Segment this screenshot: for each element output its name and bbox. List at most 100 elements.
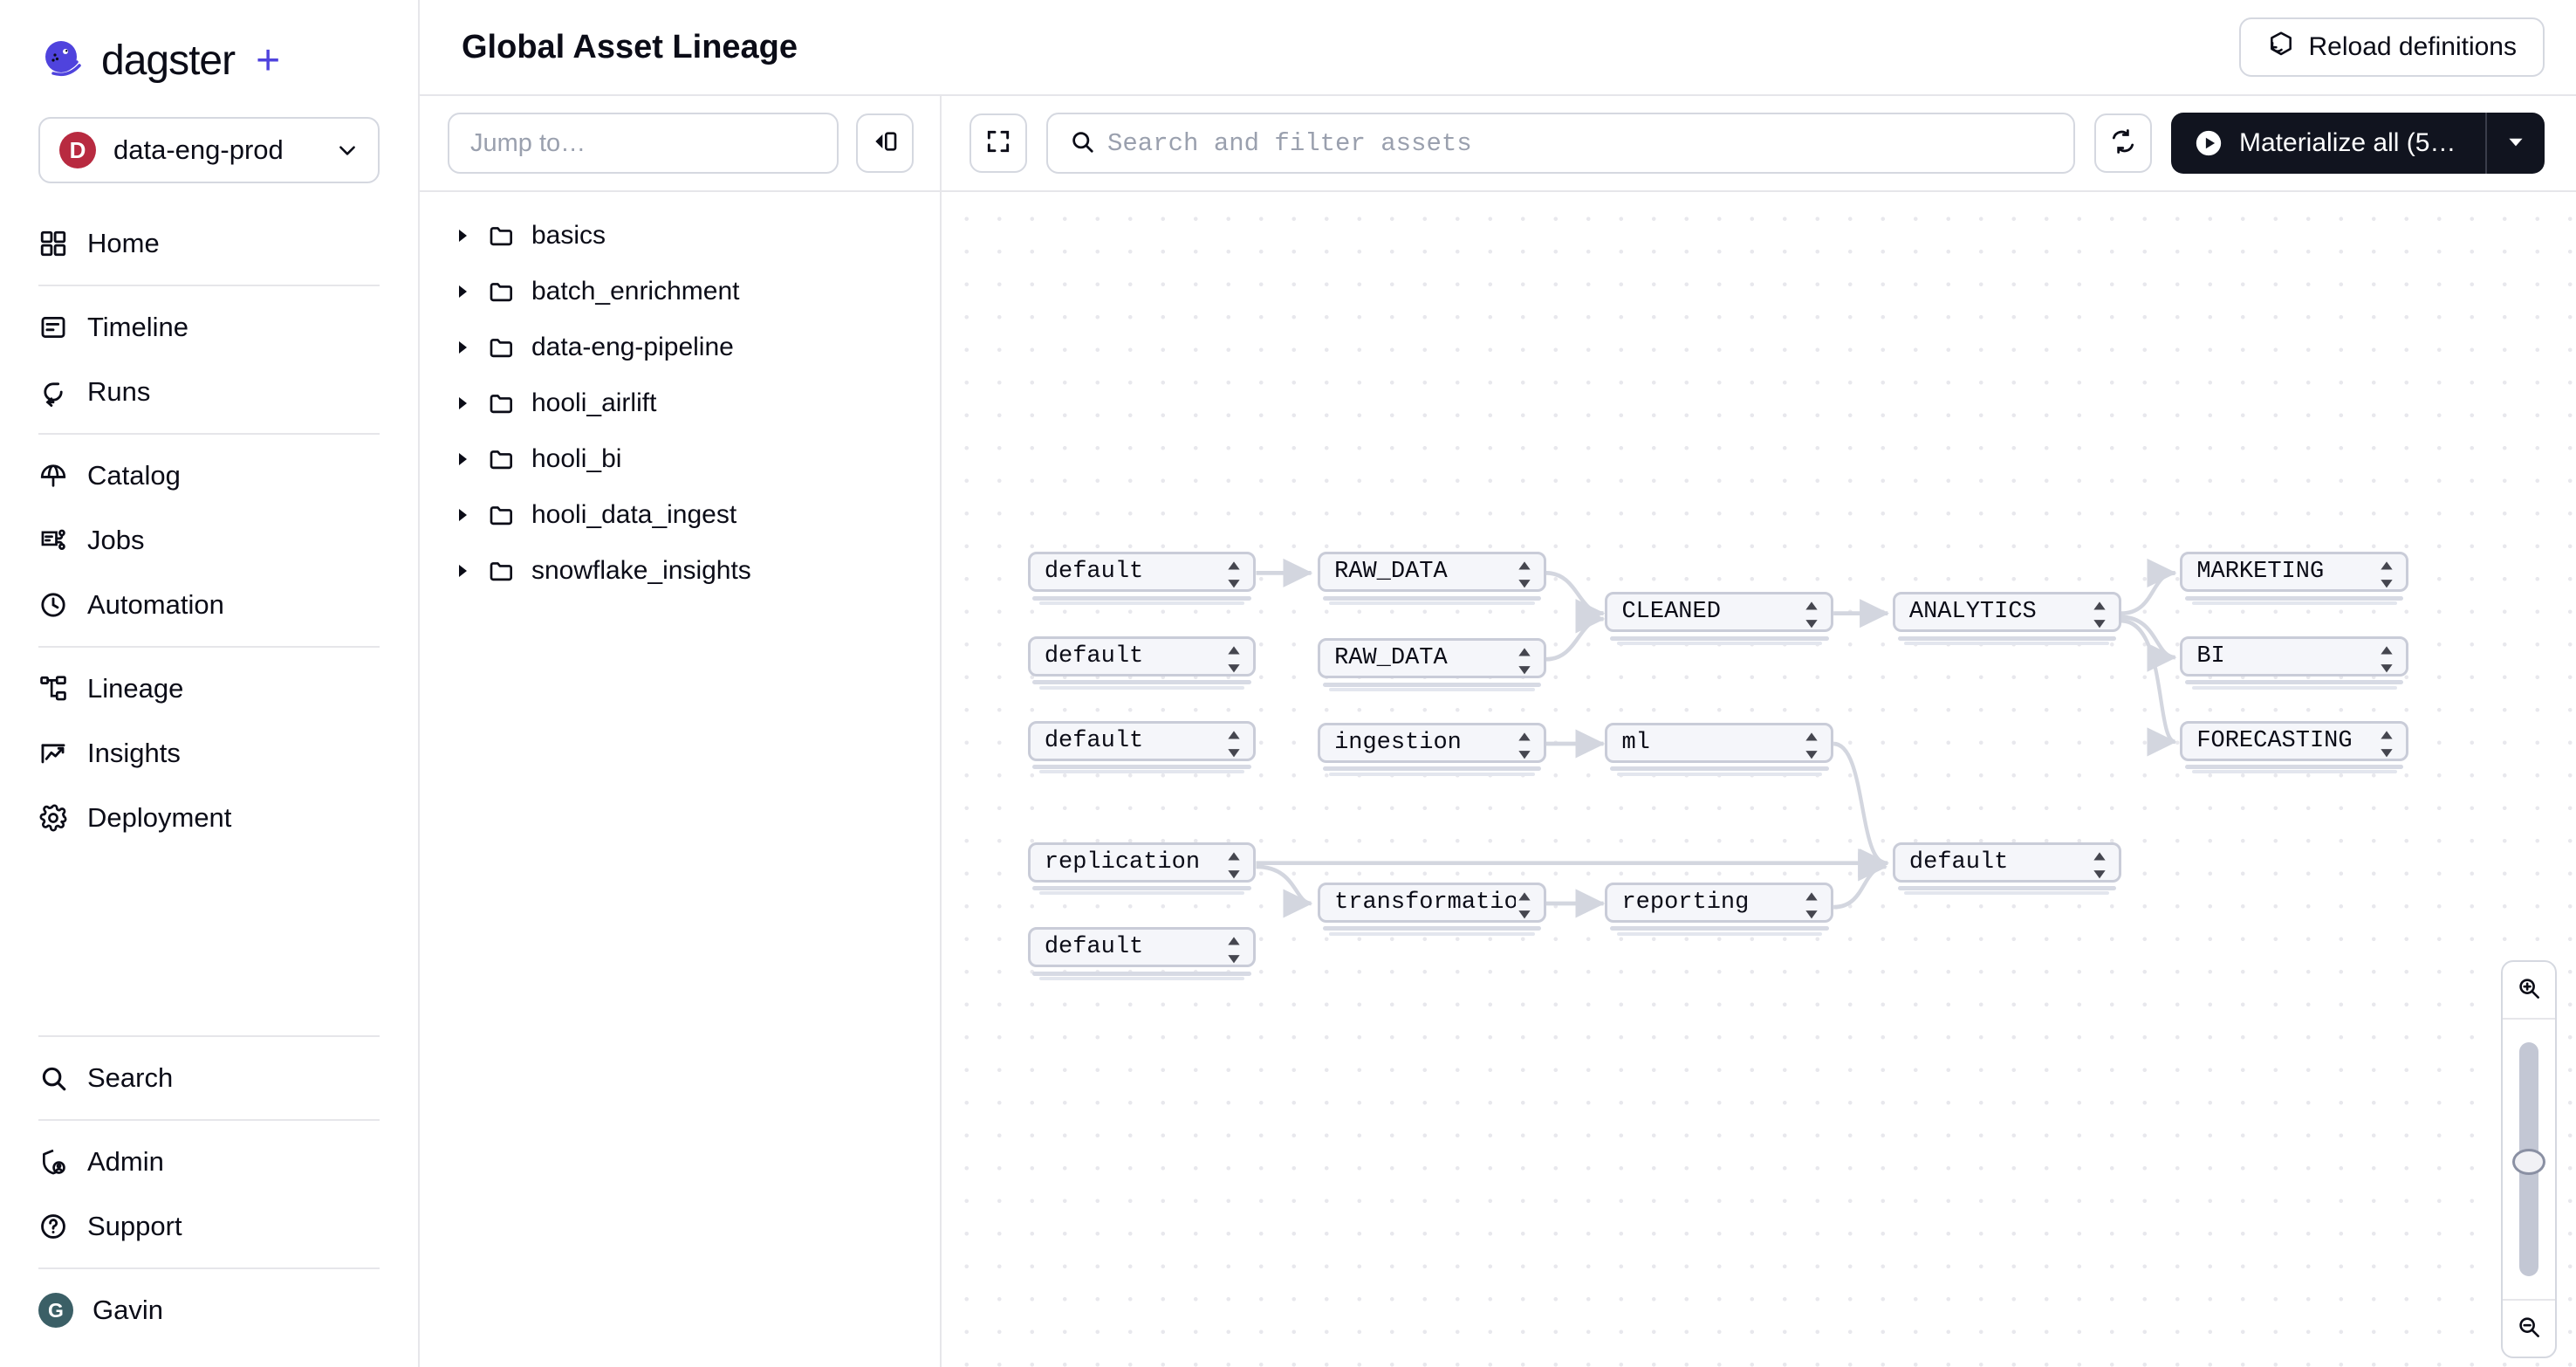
nav-divider — [38, 285, 380, 286]
folder-icon — [488, 389, 516, 417]
sidebar-item-deployment[interactable]: Deployment — [0, 786, 418, 850]
graph-node[interactable]: reporting — [1605, 882, 1834, 923]
stepper-up-down-icon[interactable] — [1225, 559, 1243, 588]
sidebar-item-insights[interactable]: Insights — [0, 721, 418, 786]
stepper-up-down-icon[interactable] — [1803, 730, 1820, 759]
folder-icon — [488, 501, 516, 529]
jump-to-input[interactable] — [448, 113, 839, 174]
refresh-icon — [2109, 127, 2137, 160]
runs-loop-icon — [38, 377, 68, 407]
graph-node-label: RAW_DATA — [1334, 645, 1448, 672]
graph-node[interactable]: default — [1027, 927, 1257, 968]
stepper-up-down-icon[interactable] — [1516, 730, 1533, 759]
caret-right-icon[interactable] — [451, 337, 472, 358]
stepper-up-down-icon[interactable] — [1225, 643, 1243, 673]
sidebar-item-runs[interactable]: Runs — [0, 360, 418, 424]
sidebar-item-automation[interactable]: Automation — [0, 573, 418, 637]
stepper-up-down-icon[interactable] — [1225, 934, 1243, 964]
materialize-all-button[interactable]: Materialize all (51)… — [2171, 113, 2485, 174]
stepper-up-down-icon[interactable] — [2091, 849, 2108, 878]
tree-item-hooli_data_ingest[interactable]: hooli_data_ingest — [420, 487, 940, 543]
stepper-up-down-icon[interactable] — [1803, 890, 1820, 919]
graph-node-label: ingestion — [1334, 729, 1462, 756]
graph-node[interactable]: ANALYTICS — [1892, 592, 2121, 633]
brand-name: dagster — [101, 37, 236, 84]
sidebar-item-catalog[interactable]: Catalog — [0, 443, 418, 508]
graph-node[interactable]: ml — [1605, 722, 1834, 763]
refresh-button[interactable] — [2094, 113, 2152, 173]
tree-item-hooli_bi[interactable]: hooli_bi — [420, 431, 940, 487]
graph-node[interactable]: ingestion — [1318, 722, 1546, 763]
brand-logo-area[interactable]: dagster + — [0, 0, 418, 84]
materialize-options-button[interactable] — [2485, 113, 2545, 174]
sidebar-item-timeline[interactable]: Timeline — [0, 295, 418, 360]
sidebar-item-label: Lineage — [87, 673, 184, 704]
graph-node[interactable]: BI — [2180, 635, 2408, 677]
reload-definitions-button[interactable]: Reload definitions — [2238, 17, 2545, 77]
stepper-up-down-icon[interactable] — [2378, 559, 2395, 588]
sidebar-item-admin[interactable]: Admin — [0, 1130, 418, 1194]
stepper-up-down-icon[interactable] — [1225, 849, 1243, 878]
graph-node-stack-shadow — [1904, 891, 2110, 896]
fit-to-screen-icon — [984, 127, 1012, 160]
tree-item-snowflake_insights[interactable]: snowflake_insights — [420, 543, 940, 599]
stepper-up-down-icon[interactable] — [1516, 559, 1533, 588]
caret-right-icon[interactable] — [451, 505, 472, 526]
sidebar-item-lineage[interactable]: Lineage — [0, 656, 418, 721]
nav-divider — [38, 433, 380, 435]
zoom-slider-thumb[interactable] — [2512, 1149, 2545, 1175]
stepper-up-down-icon[interactable] — [2378, 643, 2395, 673]
deployment-selector[interactable]: D data-eng-prod — [38, 117, 380, 183]
sidebar-item-label: Catalog — [87, 460, 181, 491]
stepper-up-down-icon[interactable] — [1516, 645, 1533, 675]
reload-definitions-icon — [2267, 30, 2295, 65]
graph-node[interactable]: transformation — [1318, 882, 1546, 923]
graph-node[interactable]: FORECASTING — [2180, 720, 2408, 761]
caret-right-icon[interactable] — [451, 281, 472, 302]
stepper-up-down-icon[interactable] — [1803, 599, 1820, 629]
insights-chart-icon — [38, 738, 68, 768]
tree-item-batch_enrichment[interactable]: batch_enrichment — [420, 264, 940, 319]
zoom-slider[interactable] — [2503, 1020, 2555, 1299]
graph-node-stack-shadow — [1329, 772, 1535, 776]
stepper-up-down-icon[interactable] — [2378, 728, 2395, 758]
graph-node[interactable]: default — [1027, 635, 1257, 677]
caret-right-icon[interactable] — [451, 393, 472, 414]
sidebar-item-jobs[interactable]: Jobs — [0, 508, 418, 573]
tree-item-hooli_airlift[interactable]: hooli_airlift — [420, 375, 940, 431]
tree-item-basics[interactable]: basics — [420, 208, 940, 264]
zoom-in-button[interactable] — [2503, 962, 2555, 1020]
sidebar-item-support[interactable]: Support — [0, 1194, 418, 1259]
collapse-panel-button[interactable] — [856, 113, 914, 173]
graph-node[interactable]: MARKETING — [2180, 552, 2408, 593]
stepper-up-down-icon[interactable] — [1225, 728, 1243, 758]
stepper-up-down-icon[interactable] — [1516, 890, 1533, 919]
sidebar-item-home[interactable]: Home — [0, 211, 418, 276]
folder-icon — [488, 557, 516, 585]
search-input[interactable] — [1107, 128, 2052, 158]
brand-plus: + — [256, 37, 281, 84]
tree-item-data-eng-pipeline[interactable]: data-eng-pipeline — [420, 319, 940, 375]
graph-node[interactable]: CLEANED — [1605, 592, 1834, 633]
question-circle-icon — [38, 1212, 68, 1241]
stepper-up-down-icon[interactable] — [2091, 599, 2108, 629]
graph-node[interactable]: default — [1027, 552, 1257, 593]
sidebar-item-search[interactable]: Search — [0, 1046, 418, 1110]
graph-node[interactable]: RAW_DATA — [1318, 552, 1546, 593]
graph-node[interactable]: default — [1892, 841, 2121, 883]
graph-node[interactable]: replication — [1027, 841, 1257, 883]
fit-to-screen-button[interactable] — [969, 113, 1027, 173]
zoom-out-button[interactable] — [2503, 1299, 2555, 1357]
caret-right-icon[interactable] — [451, 225, 472, 246]
caret-right-icon[interactable] — [451, 449, 472, 470]
asset-search-box[interactable] — [1046, 113, 2075, 174]
graph-node[interactable]: RAW_DATA — [1318, 638, 1546, 679]
graph-node[interactable]: default — [1027, 720, 1257, 761]
caret-right-icon[interactable] — [451, 560, 472, 581]
graph-node-stack-shadow — [1032, 595, 1251, 601]
